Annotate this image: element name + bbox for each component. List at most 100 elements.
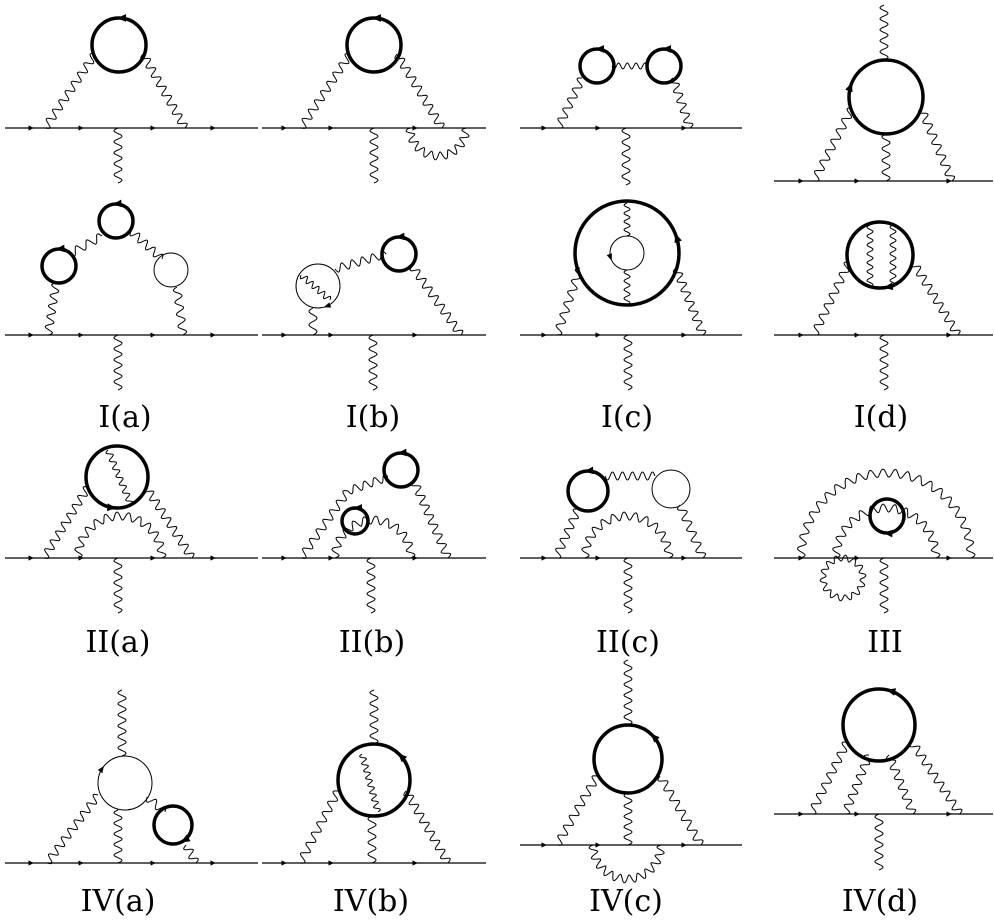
diagram-row3-col4 — [774, 468, 993, 614]
photon-line — [143, 486, 195, 559]
loop-arrow — [883, 529, 893, 538]
diagram-row1-col1 — [5, 14, 258, 184]
loop-arrow — [584, 466, 594, 475]
diagram-row4-col4 — [774, 687, 993, 871]
photon-line — [623, 334, 633, 391]
photon-line — [405, 127, 470, 161]
photon-line — [813, 261, 850, 336]
photon-line — [611, 62, 648, 70]
photon-line — [183, 844, 199, 864]
photon-line — [366, 557, 376, 614]
bare-fermion-loop — [609, 235, 645, 271]
photon-line — [879, 557, 889, 614]
photon-line — [672, 267, 707, 336]
diagram-row2-col1 — [5, 199, 258, 391]
dressed-fermion-loop — [573, 199, 681, 307]
photon-line — [917, 107, 956, 182]
loop-arrow — [650, 733, 660, 743]
photon-line — [113, 557, 123, 614]
photon-line — [889, 224, 897, 288]
photon-line — [129, 230, 164, 260]
photon-line — [117, 689, 127, 757]
dressed-fermion-loop — [566, 469, 610, 513]
photon-line — [588, 844, 665, 884]
photon-line — [359, 753, 381, 813]
loop-arrow — [180, 834, 191, 843]
diagram-row2-col4 — [774, 220, 993, 391]
dressed-fermion-loop — [841, 687, 917, 763]
photon-line — [676, 504, 707, 559]
diagram-row4-col3 — [520, 659, 742, 884]
diagram-row1-col2 — [262, 14, 486, 184]
diagram-row1-col4 — [774, 4, 993, 184]
bare-fermion-loop — [295, 263, 341, 309]
loop-arrow — [595, 45, 604, 53]
dressed-fermion-loop — [847, 58, 925, 136]
diagram-label-IV-c: IV(c) — [589, 884, 663, 919]
photon-line — [879, 4, 889, 61]
photon-line — [797, 468, 976, 559]
photon-line — [410, 480, 452, 559]
diagram-label-I-b: I(b) — [345, 400, 401, 435]
photon-line — [300, 53, 351, 129]
photon-line — [331, 515, 416, 559]
diagram-row3-col2 — [262, 448, 486, 614]
photon-line — [885, 754, 917, 815]
photon-line — [623, 557, 633, 614]
photon-line — [555, 267, 582, 336]
photon-line — [909, 741, 963, 815]
loop-arrow — [395, 232, 405, 241]
dressed-fermion-loop — [868, 497, 906, 535]
photon-line — [69, 233, 103, 257]
photon-line — [810, 741, 848, 815]
loop-arrow — [97, 765, 104, 774]
diagram-label-I-a: I(a) — [98, 400, 152, 435]
diagram-row2-col2 — [262, 232, 486, 391]
loop-arrow — [107, 503, 117, 512]
photon-line — [172, 286, 188, 336]
photon-line — [910, 261, 961, 336]
photon-line — [557, 77, 583, 129]
dressed-fermion-loop — [380, 235, 418, 273]
photon-line — [819, 554, 867, 602]
diagram-label-II-c: II(c) — [596, 625, 660, 660]
dressed-fermion-loop — [645, 47, 683, 85]
diagram-label-I-c: I(c) — [600, 400, 654, 435]
diagram-label-IV-b: IV(b) — [332, 884, 410, 919]
photon-line — [44, 53, 96, 129]
loop-arrow — [397, 448, 407, 457]
diagram-label-III: III — [867, 625, 903, 660]
loop-arrow — [372, 14, 381, 22]
photon-line — [657, 775, 704, 846]
photon-line — [394, 53, 445, 129]
photon-line — [555, 508, 579, 559]
loop-arrow — [55, 244, 65, 253]
photon-line — [113, 809, 123, 864]
loop-arrow — [117, 14, 126, 22]
loop-arrow — [398, 753, 408, 763]
photon-line — [369, 127, 379, 184]
loop-arrow — [845, 82, 853, 93]
photon-line — [581, 511, 674, 559]
diagram-row3-col3 — [520, 466, 742, 614]
bare-fermion-loop — [97, 755, 153, 811]
photon-line — [368, 334, 378, 391]
photon-line — [669, 77, 694, 129]
diagram-row1-col3 — [520, 45, 742, 186]
diagram-row3-col1 — [5, 444, 258, 614]
diagram-row4-col2 — [262, 689, 486, 866]
photon-line — [300, 490, 349, 559]
photon-line — [347, 473, 389, 495]
photon-line — [113, 127, 123, 184]
photon-line — [621, 127, 631, 186]
dressed-fermion-loop — [340, 506, 370, 536]
loop-arrow — [606, 253, 612, 261]
diagram-label-IV-d: IV(d) — [841, 884, 919, 919]
dressed-fermion-loop — [578, 47, 616, 85]
photon-line — [334, 250, 387, 273]
dressed-fermion-loop — [152, 804, 194, 846]
photon-line — [46, 793, 99, 865]
photon-line — [556, 775, 598, 846]
diagram-row4-col1 — [5, 689, 258, 866]
